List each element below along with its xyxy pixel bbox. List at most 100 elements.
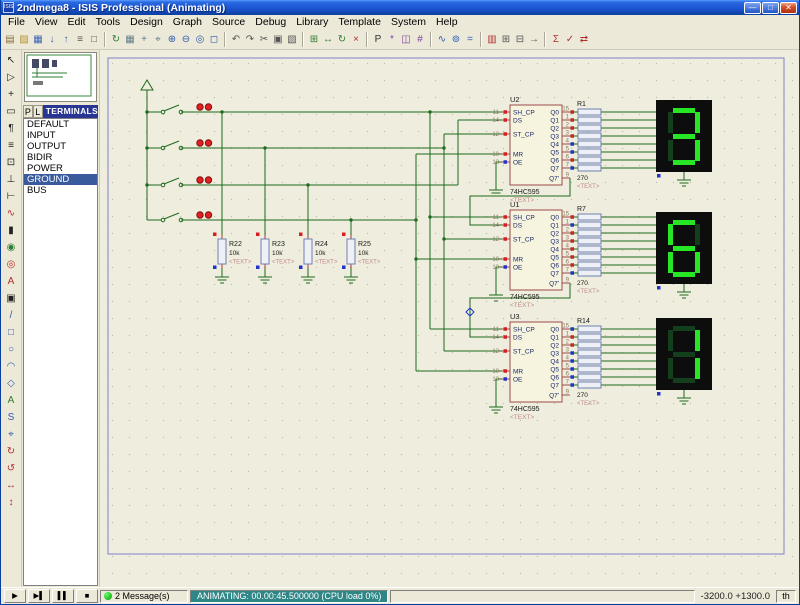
minimize-button[interactable]: — bbox=[744, 2, 761, 14]
graphics-symbol-mode-icon[interactable]: S bbox=[3, 410, 19, 426]
library-button[interactable]: L bbox=[33, 105, 43, 118]
switch-state-indicator[interactable] bbox=[205, 140, 211, 146]
schematic-canvas[interactable]: R2210k<TEXT>R2310k<TEXT>R2410k<TEXT>R251… bbox=[100, 50, 799, 587]
pick-device-icon[interactable]: P bbox=[371, 32, 385, 47]
block-rotate-icon[interactable]: ↻ bbox=[335, 32, 349, 47]
device-pins-mode-icon[interactable]: ⊢ bbox=[3, 189, 19, 205]
close-button[interactable]: ✕ bbox=[780, 2, 797, 14]
save-design-icon[interactable]: ▦ bbox=[31, 32, 45, 47]
zoom-out-icon[interactable]: ⊖ bbox=[179, 32, 193, 47]
rotate-clockwise-icon[interactable]: ↻ bbox=[3, 444, 19, 460]
menu-file[interactable]: File bbox=[3, 16, 30, 28]
cursor-coords-icon[interactable]: ⌖ bbox=[151, 32, 165, 47]
goto-sheet-icon[interactable]: → bbox=[527, 32, 541, 47]
play-button[interactable]: ▶ bbox=[4, 589, 26, 603]
switch-state-indicator[interactable] bbox=[197, 212, 203, 218]
buses-mode-icon[interactable]: ≡ bbox=[3, 138, 19, 154]
ground-terminal[interactable] bbox=[344, 277, 358, 283]
rotate-anticlockwise-icon[interactable]: ↺ bbox=[3, 461, 19, 477]
stop-button[interactable]: ■ bbox=[76, 589, 98, 603]
menu-help[interactable]: Help bbox=[431, 16, 463, 28]
electrical-rules-check-icon[interactable]: ✓ bbox=[563, 32, 577, 47]
current-probe-mode-icon[interactable]: A bbox=[3, 274, 19, 290]
make-device-icon[interactable]: * bbox=[385, 32, 399, 47]
text-script-mode-icon[interactable]: ¶ bbox=[3, 121, 19, 137]
print-design-icon[interactable]: ≡ bbox=[73, 32, 87, 47]
false-origin-icon[interactable]: + bbox=[137, 32, 151, 47]
menu-source[interactable]: Source bbox=[207, 16, 250, 28]
block-move-icon[interactable]: ↔ bbox=[321, 32, 335, 47]
new-sheet-icon[interactable]: ⊞ bbox=[499, 32, 513, 47]
design-explorer-icon[interactable]: ▥ bbox=[485, 32, 499, 47]
property-assignment-icon[interactable]: = bbox=[463, 32, 477, 47]
switch-state-indicator[interactable] bbox=[205, 212, 211, 218]
voltage-probe-mode-icon[interactable]: ◎ bbox=[3, 257, 19, 273]
terminal-item-output[interactable]: OUTPUT bbox=[24, 141, 97, 152]
graphics-box-mode-icon[interactable]: □ bbox=[3, 325, 19, 341]
terminal-item-ground[interactable]: GROUND bbox=[24, 174, 97, 185]
terminal-item-bus[interactable]: BUS bbox=[24, 185, 97, 196]
switch-state-indicator[interactable] bbox=[205, 104, 211, 110]
step-button[interactable]: ▶▌ bbox=[28, 589, 50, 603]
block-delete-icon[interactable]: × bbox=[349, 32, 363, 47]
virtual-instruments-mode-icon[interactable]: ▣ bbox=[3, 291, 19, 307]
ground-terminal[interactable] bbox=[677, 292, 691, 298]
switch-state-indicator[interactable] bbox=[197, 177, 203, 183]
menu-template[interactable]: Template bbox=[333, 16, 386, 28]
netlist-transfer-icon[interactable]: ⇄ bbox=[577, 32, 591, 47]
maximize-button[interactable]: □ bbox=[762, 2, 779, 14]
wire[interactable] bbox=[496, 162, 502, 190]
pause-button[interactable]: ▌▌ bbox=[52, 589, 74, 603]
switch-state-indicator[interactable] bbox=[197, 140, 203, 146]
toggle-grid-icon[interactable]: ▦ bbox=[123, 32, 137, 47]
resistor-R23[interactable]: R2310k<TEXT> bbox=[256, 233, 295, 270]
ground-terminal[interactable] bbox=[489, 407, 503, 413]
component-mode-icon[interactable]: ▷ bbox=[3, 70, 19, 86]
menu-view[interactable]: View bbox=[30, 16, 63, 28]
block-copy-icon[interactable]: ⊞ bbox=[307, 32, 321, 47]
ground-terminal[interactable] bbox=[489, 190, 503, 196]
graphics-circle-mode-icon[interactable]: ○ bbox=[3, 342, 19, 358]
message-panel[interactable]: 2 Message(s) bbox=[100, 590, 188, 603]
graphics-line-mode-icon[interactable]: / bbox=[3, 308, 19, 324]
seven-seg-display[interactable] bbox=[656, 212, 712, 290]
junction-dot-mode-icon[interactable]: + bbox=[3, 87, 19, 103]
zoom-area-icon[interactable]: ◻ bbox=[207, 32, 221, 47]
ground-terminal[interactable] bbox=[215, 277, 229, 283]
ground-terminal[interactable] bbox=[677, 180, 691, 186]
undo-icon[interactable]: ↶ bbox=[229, 32, 243, 47]
schematic[interactable]: R2210k<TEXT>R2310k<TEXT>R2410k<TEXT>R251… bbox=[100, 50, 797, 586]
wire-label-mode-icon[interactable]: ▭ bbox=[3, 104, 19, 120]
resistor-network-R14[interactable]: R14270<TEXT> bbox=[571, 318, 602, 407]
mark-output-area-icon[interactable]: □ bbox=[87, 32, 101, 47]
ic-U1[interactable]: U111SH_CP14DS12ST_CP10MR13OE15Q01Q12Q23Q… bbox=[492, 200, 570, 309]
mirror-horizontal-icon[interactable]: ↔ bbox=[3, 478, 19, 494]
resistor-R25[interactable]: R2510k<TEXT> bbox=[342, 233, 381, 270]
terminal-item-default[interactable]: DEFAULT bbox=[24, 119, 97, 130]
switch-state-indicator[interactable] bbox=[197, 104, 203, 110]
decompose-icon[interactable]: # bbox=[413, 32, 427, 47]
menu-tools[interactable]: Tools bbox=[91, 16, 126, 28]
menu-library[interactable]: Library bbox=[291, 16, 333, 28]
pick-devices-button[interactable]: P bbox=[23, 105, 33, 118]
menu-debug[interactable]: Debug bbox=[250, 16, 291, 28]
graphics-text-mode-icon[interactable]: A bbox=[3, 393, 19, 409]
mirror-vertical-icon[interactable]: ↕ bbox=[3, 495, 19, 511]
generator-mode-icon[interactable]: ◉ bbox=[3, 240, 19, 256]
paste-icon[interactable]: ▧ bbox=[285, 32, 299, 47]
resistor-R24[interactable]: R2410k<TEXT> bbox=[299, 233, 338, 270]
graphics-path-mode-icon[interactable]: ◇ bbox=[3, 376, 19, 392]
graph-mode-icon[interactable]: ∿ bbox=[3, 206, 19, 222]
graphics-arc-mode-icon[interactable]: ◠ bbox=[3, 359, 19, 375]
new-design-icon[interactable]: ▤ bbox=[3, 32, 17, 47]
import-section-icon[interactable]: ↓ bbox=[45, 32, 59, 47]
menu-design[interactable]: Design bbox=[125, 16, 168, 28]
wire-autorouter-icon[interactable]: ∿ bbox=[435, 32, 449, 47]
packaging-tool-icon[interactable]: ◫ bbox=[399, 32, 413, 47]
remove-sheet-icon[interactable]: ⊟ bbox=[513, 32, 527, 47]
terminals-mode-icon[interactable]: ⊥ bbox=[3, 172, 19, 188]
wire[interactable] bbox=[496, 379, 502, 407]
markers-mode-icon[interactable]: ⌖ bbox=[3, 427, 19, 443]
terminal-item-input[interactable]: INPUT bbox=[24, 130, 97, 141]
selection-mode-icon[interactable]: ↖ bbox=[3, 53, 19, 69]
